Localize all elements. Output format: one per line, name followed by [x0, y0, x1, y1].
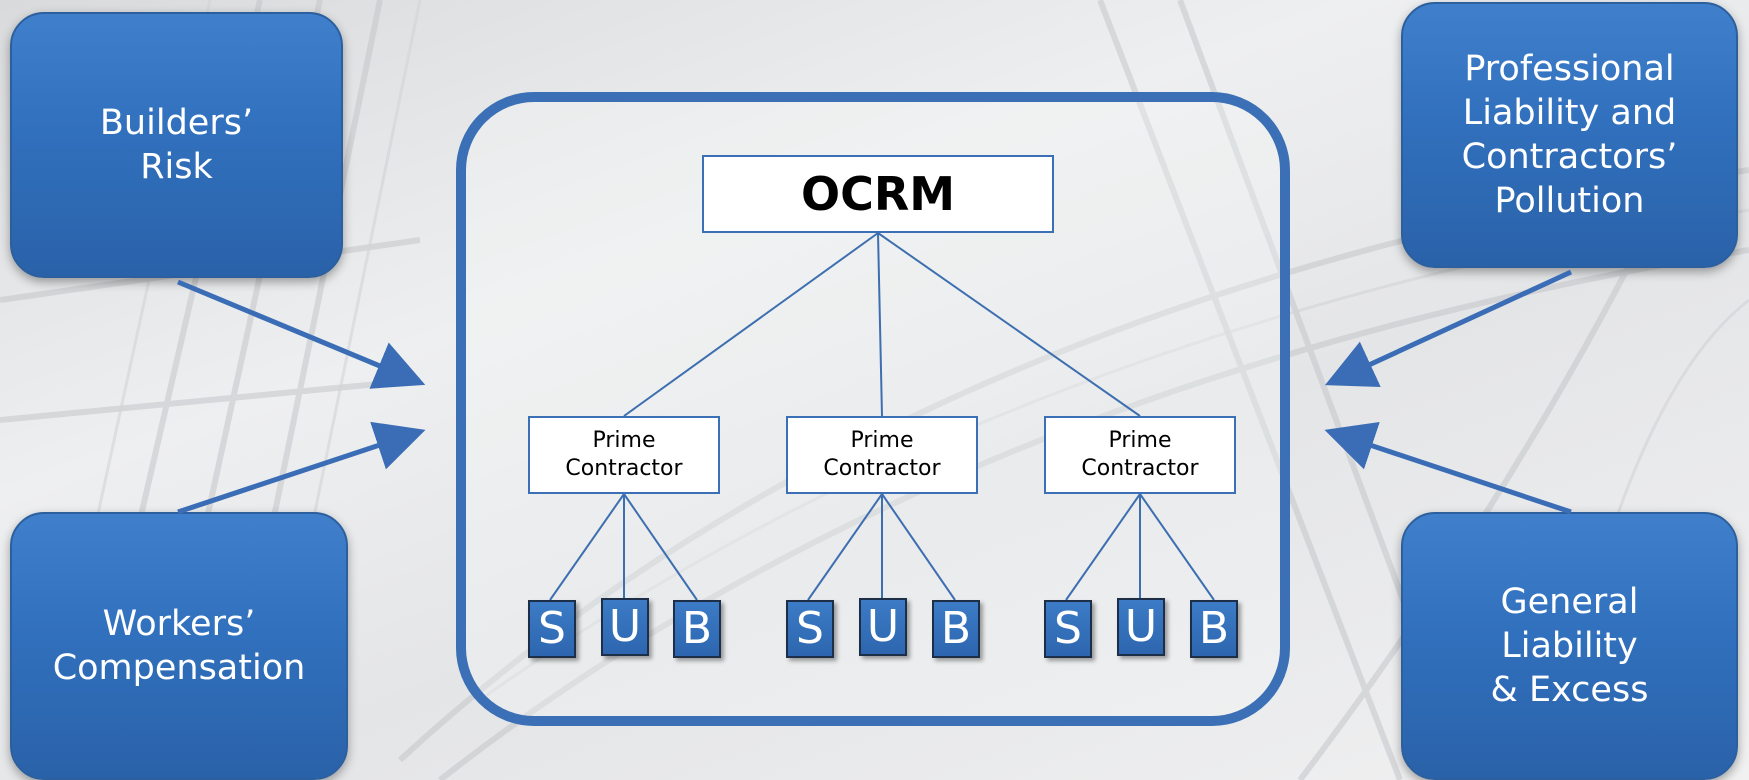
sub-box-b: B	[673, 600, 721, 658]
prime-contractor-box-3: Prime Contractor	[1044, 416, 1236, 494]
sub-box-s: S	[1044, 600, 1092, 658]
sub-box-u: U	[601, 598, 649, 656]
workers-compensation-box: Workers’ Compensation	[10, 512, 348, 780]
sub-box-s: S	[528, 600, 576, 658]
sub-box-u: U	[1117, 598, 1165, 656]
sub-box-b: B	[1190, 600, 1238, 658]
prime-contractor-box-1: Prime Contractor	[528, 416, 720, 494]
ocrm-box: OCRM	[702, 155, 1054, 233]
sub-box-s: S	[786, 600, 834, 658]
professional-liability-box: Professional Liability and Contractors’ …	[1401, 2, 1738, 268]
general-liability-box: General Liability & Excess	[1401, 512, 1738, 780]
sub-box-u: U	[859, 598, 907, 656]
sub-box-b: B	[932, 600, 980, 658]
builders-risk-box: Builders’ Risk	[10, 12, 343, 278]
prime-contractor-box-2: Prime Contractor	[786, 416, 978, 494]
